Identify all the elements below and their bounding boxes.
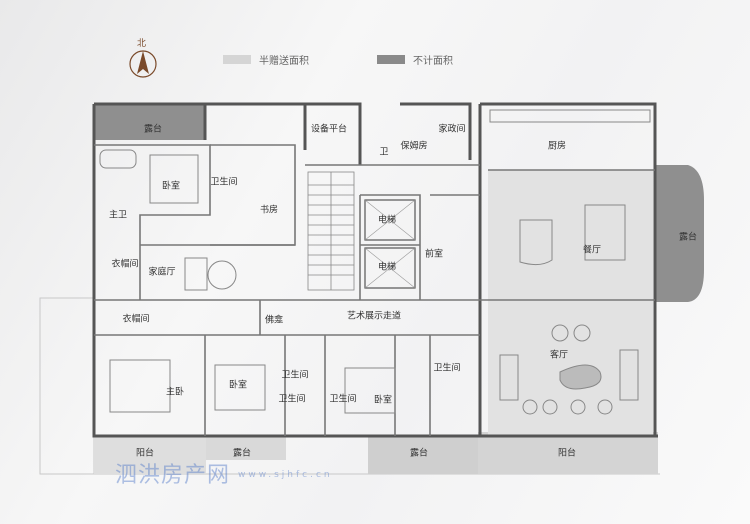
armchair-5 bbox=[570, 399, 586, 415]
room-terrace-east: 露台 bbox=[678, 232, 698, 243]
site-outline-left bbox=[39, 297, 95, 475]
room-walkin-closet-2: 衣帽间 bbox=[122, 314, 150, 325]
room-maid: 保姆房 bbox=[400, 141, 428, 152]
wall-top-mid-left bbox=[205, 102, 307, 150]
balcony-right-shade bbox=[478, 432, 658, 474]
armchair-4 bbox=[542, 399, 558, 415]
legend-label-half-gift: 半赠送面积 bbox=[259, 56, 309, 67]
legend-swatch-light bbox=[223, 55, 251, 64]
bed-bedroom-sw bbox=[214, 364, 266, 411]
room-terrace-s2: 露台 bbox=[409, 448, 429, 459]
room-bedroom-nw: 卧室 bbox=[161, 181, 181, 192]
terrace-mid-shade bbox=[206, 436, 286, 460]
armchair-1 bbox=[551, 324, 569, 342]
room-bath-sw: 卫生间 bbox=[281, 370, 309, 381]
room-elevator-1: 电梯 bbox=[377, 215, 397, 226]
bed-bedroom-s bbox=[344, 367, 396, 414]
room-walkin-closet-1: 衣帽间 bbox=[111, 259, 139, 270]
wall-balcony-equip bbox=[305, 102, 362, 165]
coffee-table bbox=[559, 364, 602, 390]
room-master-bath: 主卫 bbox=[108, 210, 128, 221]
legend-half-gift: 半赠送面积 bbox=[223, 52, 309, 67]
room-bath-se: 卫生间 bbox=[433, 363, 461, 374]
bed-master bbox=[109, 359, 171, 413]
room-bath-s: 卫生间 bbox=[329, 394, 357, 405]
elevator-2-box bbox=[364, 247, 416, 289]
bathtub bbox=[99, 149, 137, 169]
elevator-1-box bbox=[364, 199, 416, 241]
compass-arrow-icon bbox=[129, 50, 157, 78]
room-art-corridor: 艺术展示走道 bbox=[346, 311, 402, 322]
room-dining: 餐厅 bbox=[582, 245, 602, 256]
north-label: 北 bbox=[137, 39, 147, 49]
terrace-top-left bbox=[94, 104, 205, 140]
legend-swatch-dark bbox=[377, 55, 405, 64]
sofa-right bbox=[619, 349, 639, 401]
room-family: 家庭厅 bbox=[148, 267, 176, 278]
terrace-right bbox=[655, 165, 704, 302]
room-laundry: 家政间 bbox=[438, 124, 466, 135]
room-balcony-se: 阳台 bbox=[557, 448, 577, 459]
family-sofa bbox=[184, 257, 208, 291]
armchair-6 bbox=[597, 399, 613, 415]
room-balcony-sw: 阳台 bbox=[135, 448, 155, 459]
wall-maid bbox=[400, 102, 472, 160]
watermark-url: www.sjhfc.cn bbox=[238, 470, 333, 480]
legend-label-not-counted: 不计面积 bbox=[413, 56, 453, 67]
balcony-left-shade bbox=[94, 436, 206, 474]
room-foyer: 前室 bbox=[424, 249, 444, 260]
room-equipment-platform: 设备平台 bbox=[310, 124, 348, 135]
room-study: 书房 bbox=[259, 205, 279, 216]
room-bedroom-sw: 卧室 bbox=[228, 380, 248, 391]
legend-not-counted: 不计面积 bbox=[377, 52, 453, 67]
room-shrine: 佛龛 bbox=[264, 315, 284, 326]
bed-bedroom-nw bbox=[149, 154, 199, 204]
room-wc-small: 卫 bbox=[379, 147, 389, 158]
terrace-bottom-shade bbox=[368, 436, 478, 474]
room-master-bedroom: 主卧 bbox=[165, 387, 185, 398]
room-living: 客厅 bbox=[549, 350, 569, 361]
room-elevator-2: 电梯 bbox=[377, 262, 397, 273]
watermark-brand: 泗洪房产网 bbox=[115, 463, 231, 488]
room-kitchen: 厨房 bbox=[547, 141, 567, 152]
dining-table bbox=[584, 204, 626, 261]
kitchen-counter bbox=[489, 109, 651, 123]
armchair-3 bbox=[522, 399, 538, 415]
room-bath-sw-2: 卫生间 bbox=[278, 394, 306, 405]
room-bedroom-s: 卧室 bbox=[373, 395, 393, 406]
piano bbox=[519, 219, 553, 266]
wall-right bbox=[480, 102, 657, 435]
round-table bbox=[207, 260, 237, 290]
sofa-left bbox=[499, 354, 519, 401]
room-terrace-s1: 露台 bbox=[232, 448, 252, 459]
room-bath-nw: 卫生间 bbox=[210, 177, 238, 188]
room-terrace-nw: 露台 bbox=[143, 124, 163, 135]
armchair-2 bbox=[573, 324, 591, 342]
north-compass: 北 bbox=[128, 36, 158, 80]
wall-left-bottom bbox=[92, 104, 478, 438]
living-dining-shade bbox=[488, 170, 653, 435]
staircase bbox=[307, 171, 355, 291]
